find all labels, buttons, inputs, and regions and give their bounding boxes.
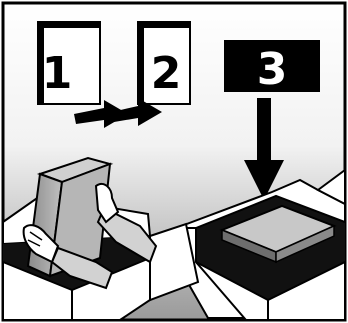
step-1-number: 1 (42, 48, 73, 99)
step-2-page: 2 (137, 21, 191, 105)
step-1-page: 1 (37, 21, 101, 105)
hands (22, 182, 158, 290)
arrow-right-icon (74, 98, 162, 128)
step-2-number: 2 (151, 48, 182, 99)
arrow-down-icon (244, 98, 284, 200)
right-box (175, 168, 346, 321)
step-3-label: 3 (224, 40, 320, 95)
step-3-number: 3 (257, 44, 288, 95)
